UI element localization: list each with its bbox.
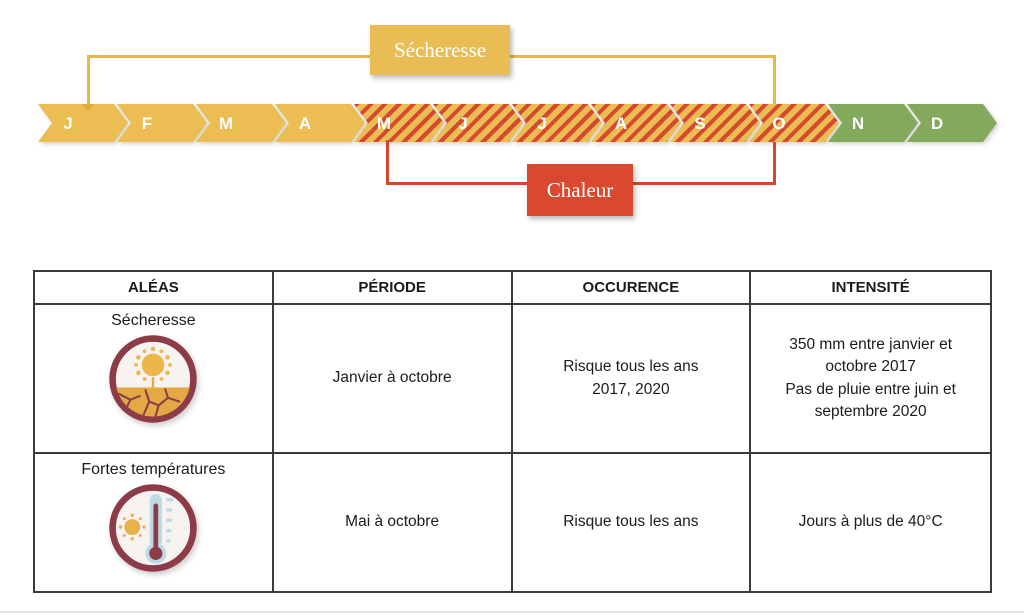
month-chevron-jun: J bbox=[433, 104, 523, 142]
heat-bracket-right-vertical-line bbox=[773, 142, 776, 185]
month-label: S bbox=[694, 113, 706, 133]
table-row-heat-alea-cell: Fortes températures bbox=[35, 454, 274, 591]
month-chevron-mar: M bbox=[196, 104, 286, 142]
drought-occurence-cell: Risque tous les ans 2017, 2020 bbox=[512, 305, 752, 454]
occurence-line: Risque tous les ans bbox=[563, 513, 699, 531]
month-label: J bbox=[458, 113, 468, 133]
month-chevron-feb: F bbox=[117, 104, 207, 142]
month-label: M bbox=[218, 113, 234, 133]
hazards-table: ALÉAS PÉRIODE OCCURENCE INTENSITÉ Sécher… bbox=[33, 270, 992, 593]
drought-arrowhead-icon bbox=[82, 104, 94, 112]
month-chevron-nov: N bbox=[828, 104, 918, 142]
occurence-line: Risque tous les ans bbox=[563, 358, 699, 376]
occurence-line: 2017, 2020 bbox=[592, 380, 670, 398]
intensite-line: Pas de pluie entre juin et septembre 202… bbox=[785, 380, 956, 420]
drought-periode-cell: Janvier à octobre bbox=[273, 305, 513, 454]
month-label: M bbox=[376, 113, 392, 133]
drought-sun-cracked-earth-icon bbox=[109, 335, 198, 423]
month-chevron-dec: D bbox=[907, 104, 997, 142]
month-label: J bbox=[537, 113, 547, 133]
hazard-name: Sécheresse bbox=[111, 312, 196, 329]
heat-intensite-cell: Jours à plus de 40°C bbox=[751, 454, 990, 591]
drought-intensite-cell: 350 mm entre janvier et octobre 2017 Pas… bbox=[751, 305, 990, 454]
bottom-divider bbox=[0, 611, 1024, 613]
heat-periode-cell: Mai à octobre bbox=[274, 454, 513, 591]
month-label: F bbox=[141, 113, 153, 133]
month-chevron-sep: S bbox=[670, 104, 760, 142]
month-timeline: J F M A M J J A S O N D bbox=[0, 104, 1024, 142]
column-header-occurence: OCCURENCE bbox=[512, 272, 752, 305]
heat-bracket-left-vertical-line bbox=[386, 140, 389, 185]
month-label: A bbox=[298, 113, 312, 133]
column-header-periode: PÉRIODE bbox=[273, 272, 513, 305]
month-label: A bbox=[614, 113, 628, 133]
drought-bracket-right-vertical-line bbox=[773, 55, 776, 104]
hazard-name: Fortes températures bbox=[81, 461, 226, 478]
thermometer-sun-icon bbox=[109, 484, 198, 572]
drought-label: Sécheresse bbox=[393, 37, 487, 62]
month-chevron-oct: O bbox=[749, 104, 839, 142]
periode-text: Mai à octobre bbox=[345, 513, 440, 531]
month-chevron-may: M bbox=[354, 104, 444, 142]
column-header-aleas: ALÉAS bbox=[35, 272, 274, 305]
heat-label: Chaleur bbox=[546, 177, 614, 202]
periode-text: Janvier à octobre bbox=[332, 369, 452, 387]
heat-occurence-cell: Risque tous les ans bbox=[513, 454, 752, 591]
drought-label-box: Sécheresse bbox=[370, 25, 510, 75]
month-label: J bbox=[63, 113, 73, 133]
month-label: D bbox=[930, 113, 944, 133]
month-chevron-apr: A bbox=[275, 104, 365, 142]
month-chevron-aug: A bbox=[591, 104, 681, 142]
month-label: N bbox=[851, 113, 865, 133]
intensite-line: Jours à plus de 40°C bbox=[798, 513, 943, 531]
table-row-drought-alea-cell: Sécheresse bbox=[35, 305, 274, 454]
intensite-line: 350 mm entre janvier et octobre 2017 bbox=[789, 335, 953, 376]
month-label: O bbox=[772, 113, 786, 133]
column-header-intensite: INTENSITÉ bbox=[751, 272, 990, 305]
month-chevron-jul: J bbox=[512, 104, 602, 142]
heat-label-box: Chaleur bbox=[527, 164, 633, 216]
drought-bracket-left-vertical-line bbox=[87, 55, 90, 105]
